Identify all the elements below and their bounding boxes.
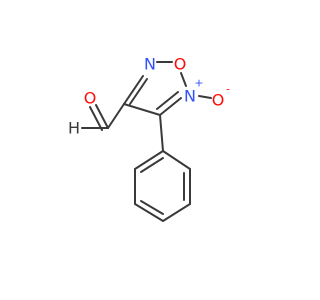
bond-c3-n2-double-2: [129, 78, 148, 105]
bond-n5-c4-double-2: [156, 91, 179, 110]
bond-c3-cho: [107, 103, 125, 129]
bond-c3-n2-double-1: [123, 75, 144, 105]
bond-c-o-double-1: [95, 104, 109, 129]
structure-diagram: O H N O N + O -: [68, 55, 230, 222]
bond-ph-inner-3: [140, 200, 164, 215]
bond-n5-c4-double-1: [159, 97, 182, 116]
bond-n5-o-oxide: [198, 95, 212, 99]
bond-c-o-double-2: [89, 106, 103, 131]
atom-aldehyde-hydrogen: H: [68, 119, 80, 138]
charge-minus: -: [226, 83, 230, 96]
bond-o1-n5: [180, 72, 187, 87]
bond-ph-1-2: [162, 150, 191, 170]
atom-ring-nitrogen: N: [144, 55, 156, 74]
bond-ph-inner-1: [140, 157, 164, 173]
bond-ph-6-1: [134, 150, 164, 170]
bond-c3-c4: [123, 103, 161, 116]
atom-ring-oxygen: O: [174, 55, 187, 74]
bond-c4-phenyl: [159, 114, 164, 152]
atom-aldehyde-oxygen: O: [84, 89, 97, 108]
bond-ph-3-4: [162, 203, 191, 222]
atom-ring-n-oxide-nitrogen: N: [184, 87, 196, 106]
bond-ph-4-5: [134, 203, 164, 222]
atom-oxide-oxygen: O: [212, 91, 225, 110]
charge-plus: +: [194, 77, 203, 90]
molecule-canvas: O H N O N + O -: [67, 54, 231, 222]
